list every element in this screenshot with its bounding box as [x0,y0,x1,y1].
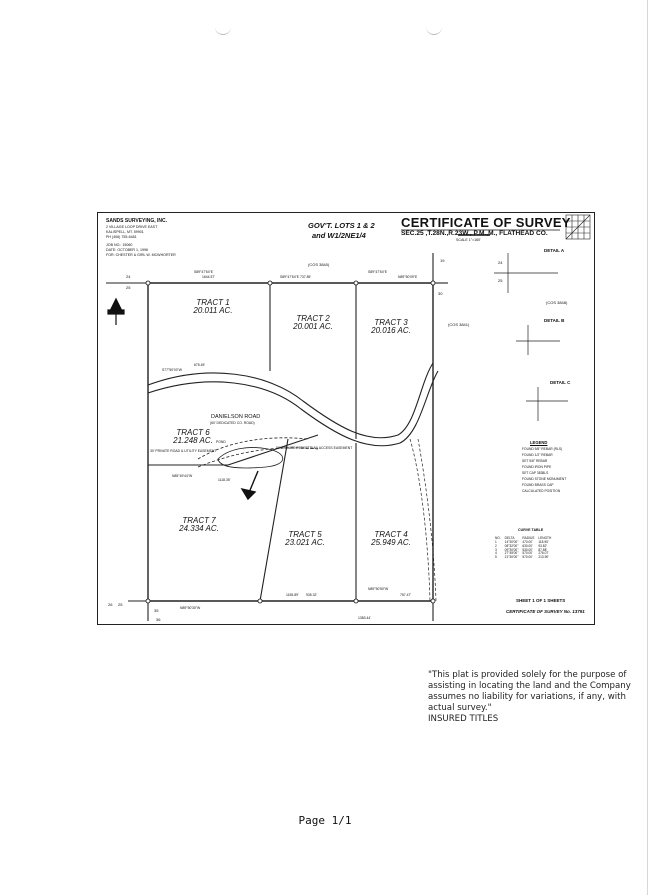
legend-item: SET 5/8" REBAR [522,459,548,463]
section-corner: 30 [438,291,443,296]
road-label: DANIELSON ROAD [211,414,261,420]
legend-item: FOUND 1/2" REBAR [522,453,553,457]
bearing-label: N89°50'30"W [180,606,201,610]
easement-label: 30' PRIVATE ROAD & UTILITY EASEMENT [150,449,217,453]
page-edge [647,0,648,895]
curve-table-header: NO. DELTA RADIUS LENGTH [495,536,552,540]
section-line: SEC.25 ,T.28N.,R.23W., P.M.,M., FLATHEAD… [401,230,548,237]
bearing-label: S77°50'00"W [162,368,182,372]
bearing-label: N89°50'50"W [368,587,389,591]
section-corner: 25 [498,278,503,283]
distance-label: 675.45' [194,363,206,367]
distance-label: 1644.57' [202,275,215,279]
easement-label: 50' PRIVATE PEDESTRIAN ACCESS EASEMENT [276,446,353,450]
plat-linework [106,214,591,621]
cos-ref: (COS 3848) [546,300,568,305]
bearing-label: S89°47'54"E [368,270,388,274]
distance-label: 935.32' [306,593,318,597]
sheet-label: SHEET 1 OF 1 SHEETS [516,598,566,603]
curve-table-title: CURVE TABLE [518,528,544,532]
distance-label: 757.47' [400,593,412,597]
section-corner: 19 [440,258,445,263]
title-company-disclaimer: "This plat is provided solely for the pu… [428,670,638,725]
legend-title: LEGEND [530,440,548,445]
firm-line: KALISPELL, MT. 59901 [106,230,144,234]
legend-item: FOUND 5/8" REBAR (RLS) [522,447,563,451]
disclaimer-text: "This plat is provided solely for the pu… [428,670,631,713]
punch-hole-left [215,26,231,35]
firm-line: PH (406) 755-6481 [106,235,137,239]
legend-item: FOUND IRON PIPE [522,465,552,469]
legend-item: FOUND BRASS CAP [522,483,554,487]
distance-label: 1118.35' [218,478,231,482]
section-corner: 25 [126,285,131,290]
firm-line: JOB NO.: 15060 [106,243,133,247]
detail-label: DETAIL A [544,248,565,253]
firm-line: FOR: CHESTER & GIRL W. MCWHORTER [106,253,176,257]
bearing-label: S89°47'54"E 737.85' [280,275,312,279]
section-corner: 24 [498,260,503,265]
scale-label: SCALE 1"=160' [456,238,481,242]
firm-line: DATE: OCTOBER 1, 1996 [106,248,149,252]
certificate-number: CERTIFICATE OF SURVEY No. 13791 [506,609,585,614]
detail-label: DETAIL B [544,318,565,323]
survey-plat: SANDS SURVEYING, INC. 2 VILLAGE LOOP DRI… [97,212,595,625]
page-number: Page 1/1 [298,814,352,827]
bearing-label: S89°47'54"E [194,270,214,274]
detail-label: DETAIL C [550,380,571,385]
legend-item: CALCULATED POSITION [522,489,561,493]
section-corner: 25 [118,602,123,607]
lots-line-2: and W1/2NE1/4 [312,231,366,240]
legend-item: SET CAP 3838LS [522,471,549,475]
disclaimer-signoff: INSURED TITLES [428,713,499,724]
road-sublabel: (60' DEDICATED CO. ROAD) [210,421,255,425]
distance-label: 1383.44' [358,616,371,620]
north-arrow [107,297,125,325]
bearing-label: N89°50'09"E [398,275,418,279]
distance-label: 1155.89' [286,593,299,597]
section-corner: 35 [154,608,159,613]
cos-ref: (COS 3840) [308,262,330,267]
bearing-label: N85°49'44"W [172,474,193,478]
section-corner: 24 [126,274,131,279]
legend-item: FOUND STONE MONUMENT [522,477,567,481]
lots-line-1: GOV'T. LOTS 1 & 2 [308,221,375,230]
section-corner: 36 [156,617,161,622]
plat-title: CERTIFICATE OF SURVEY [401,215,571,230]
punch-hole-right [426,26,442,35]
cos-ref: (COS 3841) [448,322,470,327]
pond-label: POND [216,440,226,444]
firm-line: 2 VILLAGE LOOP DRIVE EAST [106,225,158,229]
surveyor-firm: SANDS SURVEYING, INC. [106,218,168,224]
section-corner: 26 [108,602,113,607]
